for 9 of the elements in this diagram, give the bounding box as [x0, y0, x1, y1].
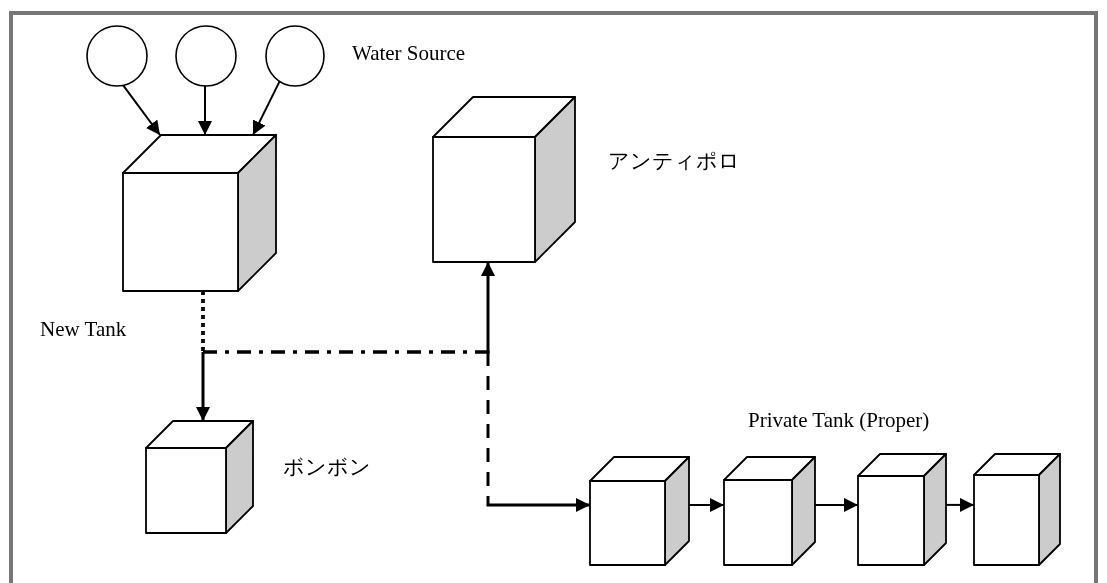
arrow	[201, 291, 590, 512]
arrow	[252, 80, 281, 136]
arrow	[122, 84, 161, 136]
tank-label: ボンボン	[283, 456, 371, 480]
tank-label: アンティポロ	[608, 150, 740, 174]
tank-label: New Tank	[40, 318, 127, 342]
source-label: Water Source	[352, 42, 466, 66]
group-label: Private Tank (Proper)	[748, 409, 930, 433]
arrow	[198, 85, 212, 136]
